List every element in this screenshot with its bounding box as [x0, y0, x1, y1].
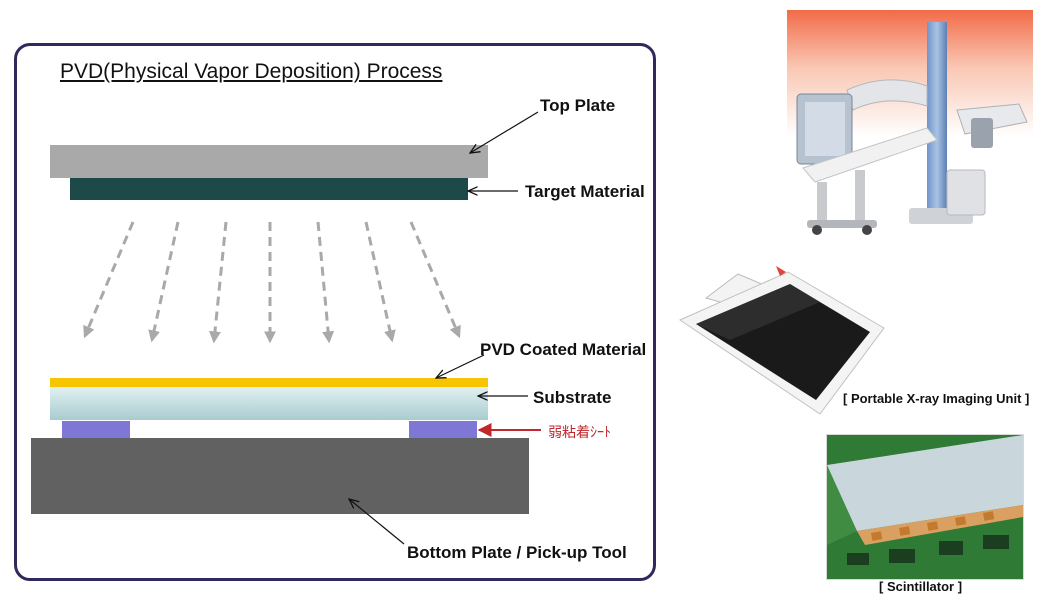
deposition-arrow-7 [409, 221, 461, 339]
label-bottom-plate: Bottom Plate / Pick-up Tool [407, 543, 627, 562]
bottom-plate-pointer [349, 499, 405, 545]
deposition-arrow-6 [364, 221, 396, 343]
label-substrate: Substrate [533, 388, 612, 407]
deposition-arrows [83, 221, 461, 344]
label-pvd-coated-material: PVD Coated Material [480, 340, 647, 359]
target-material-block [70, 178, 468, 200]
deposition-arrow-1 [83, 221, 135, 339]
substrate-block [50, 387, 488, 420]
deposition-arrow-5 [316, 221, 335, 344]
top-plate-block [50, 145, 488, 178]
adhesive-pad-right [409, 421, 477, 439]
diagram-title: PVD(Physical Vapor Deposition) Process [60, 60, 443, 83]
adhesive-pad-left [62, 421, 130, 439]
label-target-material: Target Material [525, 182, 645, 201]
portable-unit-caption: [ Portable X-ray Imaging Unit ] [843, 391, 1030, 406]
label-adhesive-sheet: 弱粘着ｼｰﾄ [548, 424, 611, 440]
deposition-arrow-2 [148, 221, 180, 343]
coated-layer-block [50, 378, 488, 387]
label-top-plate: Top Plate [540, 96, 616, 115]
flat-panel-detector-photo [670, 262, 894, 422]
circuit-board-photo [826, 434, 1024, 580]
scintillator-caption: [ Scintillator ] [879, 579, 963, 594]
deposition-arrow-3 [208, 221, 228, 344]
xray-system-photo [787, 10, 1033, 240]
top-plate-pointer [470, 111, 539, 153]
coated-material-pointer [436, 354, 485, 378]
bottom-plate-block [31, 438, 529, 514]
